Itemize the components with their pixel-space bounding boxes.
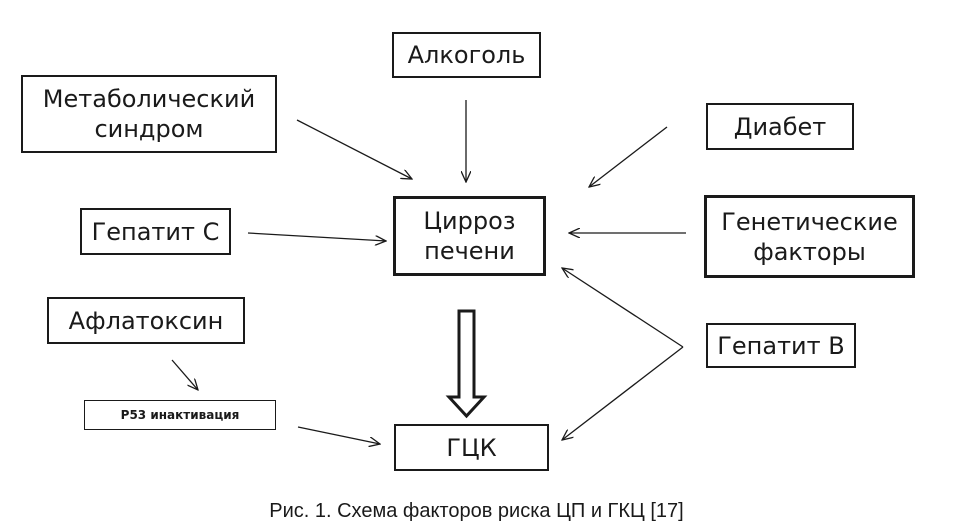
- arrow-hepatitis-b-to-hcc: [562, 346, 684, 440]
- hcc-box: ГЦК: [394, 424, 549, 471]
- diabetes-box: Диабет: [706, 103, 854, 150]
- arrow-p53-to-hcc: [297, 426, 380, 444]
- cirrhosis-box: Цирроз печени: [393, 196, 546, 276]
- figure-caption: Рис. 1. Схема факторов риска ЦП и ГКЦ [1…: [269, 500, 684, 522]
- arrow-diabetes-to-cirrhosis: [589, 126, 668, 187]
- metabolic-syndrome-box: Метаболический синдром: [21, 75, 277, 153]
- arrow-hepatitis-b-to-cirrhosis: [562, 268, 684, 348]
- aflatoxin-box: Афлатоксин: [47, 297, 245, 344]
- arrow-aflatoxin-to-p53: [171, 359, 198, 390]
- alcohol-box: Алкоголь: [392, 32, 541, 78]
- hepatitis-b-box: Гепатит В: [706, 323, 856, 368]
- arrow-metabolic-to-cirrhosis: [296, 119, 412, 179]
- big-arrow-cirrhosis-to-hcc: [445, 309, 488, 419]
- p53-inactivation-box: P53 инактивация: [84, 400, 276, 430]
- hepatitis-c-box: Гепатит С: [80, 208, 231, 255]
- genetic-factors-box: Генетические факторы: [704, 195, 915, 278]
- arrow-hepatitis-c-to-cirrhosis: [247, 232, 386, 241]
